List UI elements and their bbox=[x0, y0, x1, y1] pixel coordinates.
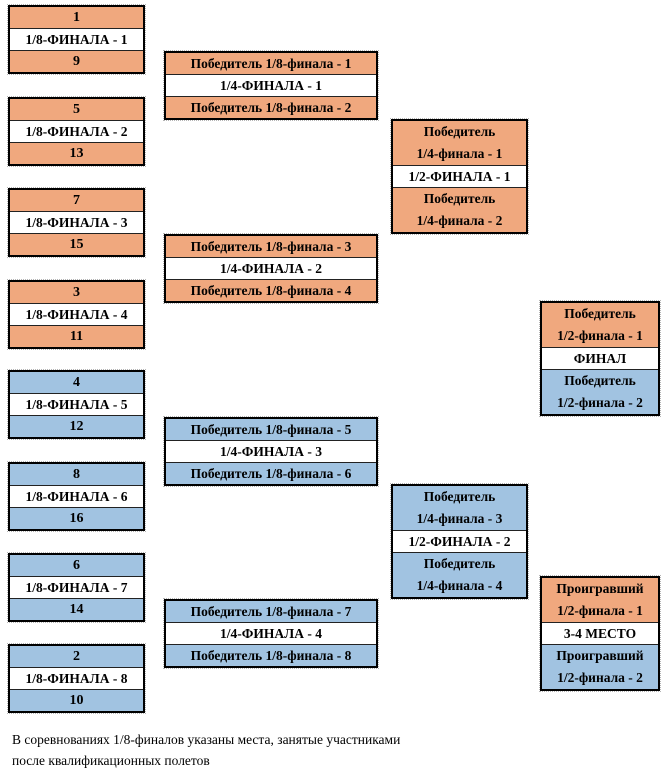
match-label: 1/2-ФИНАЛА - 1 bbox=[393, 165, 526, 187]
seed-bottom: 15 bbox=[10, 233, 143, 255]
seed-top: 1 bbox=[10, 7, 143, 28]
participant-top-line1: Проигравший bbox=[556, 581, 644, 596]
participant-bottom-line1: Победитель bbox=[564, 373, 636, 388]
participant-bottom-line1: Победитель bbox=[423, 556, 496, 571]
match-label: 1/8-ФИНАЛА - 7 bbox=[10, 576, 143, 598]
seed-top: 6 bbox=[10, 555, 143, 576]
seed-bottom: 10 bbox=[10, 689, 143, 711]
participant-top: Победитель 1/4-финала - 1 bbox=[393, 121, 526, 165]
match-box-qf-3: Победитель 1/8-финала - 5 1/4-ФИНАЛА - 3… bbox=[163, 416, 379, 487]
match-label: 1/4-ФИНАЛА - 4 bbox=[166, 622, 376, 644]
match-box-r16-2: 5 1/8-ФИНАЛА - 2 13 bbox=[7, 96, 146, 167]
participant-top-line2: 1/4-финала - 3 bbox=[416, 511, 503, 526]
seed-top: 3 bbox=[10, 282, 143, 303]
participant-bottom-line2: 1/4-финала - 2 bbox=[416, 213, 503, 228]
match-box-r16-6: 8 1/8-ФИНАЛА - 6 16 bbox=[7, 461, 146, 532]
participant-bottom: Победитель 1/8-финала - 2 bbox=[166, 96, 376, 118]
match-box-r16-3: 7 1/8-ФИНАЛА - 3 15 bbox=[7, 187, 146, 258]
footnote-line2: после квалификационных полетов bbox=[12, 753, 210, 768]
participant-bottom-line2: 1/2-финала - 2 bbox=[557, 670, 643, 685]
seed-top: 7 bbox=[10, 190, 143, 211]
match-label: ФИНАЛ bbox=[542, 347, 658, 369]
participant-top-line2: 1/2-финала - 1 bbox=[557, 328, 643, 343]
participant-top-line2: 1/2-финала - 1 bbox=[557, 603, 643, 618]
participant-bottom: Победитель 1/8-финала - 6 bbox=[166, 462, 376, 484]
match-label: 1/8-ФИНАЛА - 3 bbox=[10, 211, 143, 233]
match-box-qf-1: Победитель 1/8-финала - 1 1/4-ФИНАЛА - 1… bbox=[163, 50, 379, 121]
match-label: 1/8-ФИНАЛА - 4 bbox=[10, 303, 143, 325]
participant-top: Победитель 1/8-финала - 5 bbox=[166, 419, 376, 440]
match-label: 3-4 МЕСТО bbox=[542, 622, 658, 644]
match-box-r16-8: 2 1/8-ФИНАЛА - 8 10 bbox=[7, 643, 146, 714]
match-box-sf-2: Победитель 1/4-финала - 3 1/2-ФИНАЛА - 2… bbox=[390, 483, 529, 600]
participant-top: Победитель 1/8-финала - 3 bbox=[166, 236, 376, 257]
match-label: 1/8-ФИНАЛА - 5 bbox=[10, 393, 143, 415]
participant-top-line2: 1/4-финала - 1 bbox=[416, 146, 503, 161]
match-box-third-place: Проигравший 1/2-финала - 1 3-4 МЕСТО Про… bbox=[539, 575, 661, 692]
match-box-r16-4: 3 1/8-ФИНАЛА - 4 11 bbox=[7, 279, 146, 350]
match-box-qf-4: Победитель 1/8-финала - 7 1/4-ФИНАЛА - 4… bbox=[163, 598, 379, 669]
seed-top: 8 bbox=[10, 464, 143, 485]
match-label: 1/4-ФИНАЛА - 3 bbox=[166, 440, 376, 462]
participant-bottom: Победитель 1/2-финала - 2 bbox=[542, 369, 658, 414]
match-label: 1/8-ФИНАЛА - 6 bbox=[10, 485, 143, 507]
match-label: 1/2-ФИНАЛА - 2 bbox=[393, 530, 526, 552]
match-box-r16-5: 4 1/8-ФИНАЛА - 5 12 bbox=[7, 369, 146, 440]
match-box-qf-2: Победитель 1/8-финала - 3 1/4-ФИНАЛА - 2… bbox=[163, 233, 379, 304]
participant-top-line1: Победитель bbox=[564, 306, 636, 321]
participant-bottom: Проигравший 1/2-финала - 2 bbox=[542, 644, 658, 689]
participant-bottom: Победитель 1/8-финала - 8 bbox=[166, 644, 376, 666]
match-box-final: Победитель 1/2-финала - 1 ФИНАЛ Победите… bbox=[539, 300, 661, 417]
seed-top: 5 bbox=[10, 99, 143, 120]
seed-bottom: 14 bbox=[10, 598, 143, 620]
match-box-r16-1: 1 1/8-ФИНАЛА - 1 9 bbox=[7, 4, 146, 75]
footnote: В соревнованиях 1/8-финалов указаны мест… bbox=[12, 729, 400, 771]
match-label: 1/8-ФИНАЛА - 2 bbox=[10, 120, 143, 142]
seed-bottom: 11 bbox=[10, 325, 143, 347]
seed-bottom: 9 bbox=[10, 50, 143, 72]
participant-bottom-line2: 1/4-финала - 4 bbox=[416, 578, 503, 593]
match-box-r16-7: 6 1/8-ФИНАЛА - 7 14 bbox=[7, 552, 146, 623]
seed-bottom: 12 bbox=[10, 415, 143, 437]
match-box-sf-1: Победитель 1/4-финала - 1 1/2-ФИНАЛА - 1… bbox=[390, 118, 529, 235]
participant-top-line1: Победитель bbox=[423, 489, 496, 504]
participant-bottom: Победитель 1/4-финала - 2 bbox=[393, 187, 526, 232]
participant-top: Победитель 1/4-финала - 3 bbox=[393, 486, 526, 530]
participant-top: Победитель 1/8-финала - 7 bbox=[166, 601, 376, 622]
match-label: 1/8-ФИНАЛА - 8 bbox=[10, 667, 143, 689]
footnote-line1: В соревнованиях 1/8-финалов указаны мест… bbox=[12, 732, 401, 747]
seed-top: 4 bbox=[10, 372, 143, 393]
seed-bottom: 16 bbox=[10, 507, 143, 529]
participant-bottom-line1: Проигравший bbox=[556, 648, 644, 663]
participant-bottom: Победитель 1/4-финала - 4 bbox=[393, 552, 526, 597]
seed-bottom: 13 bbox=[10, 142, 143, 164]
participant-bottom-line2: 1/2-финала - 2 bbox=[557, 395, 643, 410]
match-label: 1/4-ФИНАЛА - 1 bbox=[166, 74, 376, 96]
match-label: 1/8-ФИНАЛА - 1 bbox=[10, 28, 143, 50]
participant-top: Проигравший 1/2-финала - 1 bbox=[542, 578, 658, 622]
participant-top-line1: Победитель bbox=[423, 124, 496, 139]
match-label: 1/4-ФИНАЛА - 2 bbox=[166, 257, 376, 279]
participant-top: Победитель 1/8-финала - 1 bbox=[166, 53, 376, 74]
participant-top: Победитель 1/2-финала - 1 bbox=[542, 303, 658, 347]
participant-bottom-line1: Победитель bbox=[423, 191, 496, 206]
participant-bottom: Победитель 1/8-финала - 4 bbox=[166, 279, 376, 301]
seed-top: 2 bbox=[10, 646, 143, 667]
